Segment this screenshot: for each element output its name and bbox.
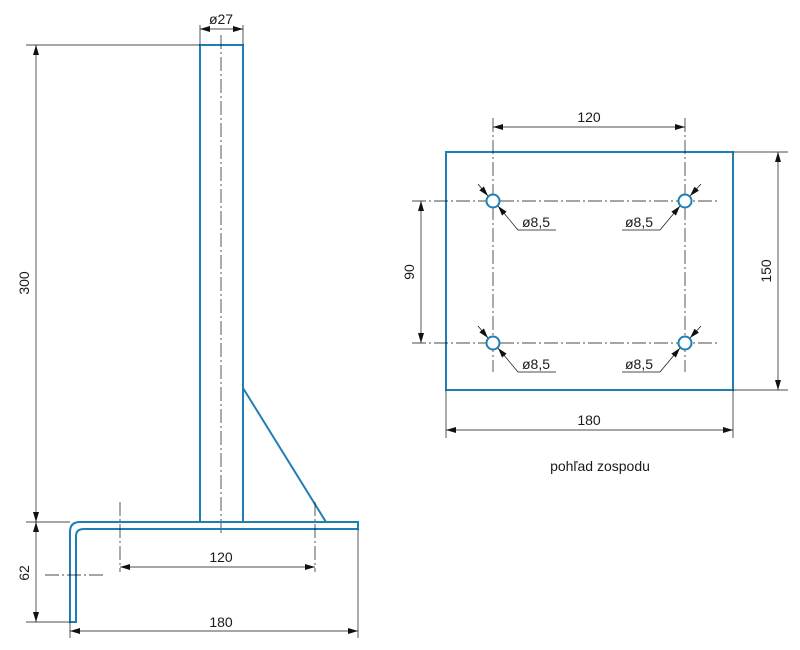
base-length-label: 180 [209, 614, 233, 630]
hole-label-top-left: ø8,5 [522, 214, 550, 230]
base-angle-outline [69, 521, 359, 623]
hole-spacing-x-label: 120 [577, 109, 601, 125]
tube-diameter-label: ø27 [209, 11, 233, 27]
hole-leader-top-right-a [689, 183, 702, 197]
height-label: 300 [16, 271, 32, 295]
hole-spacing-y-label: 90 [401, 264, 417, 280]
hole-leader-top-left-b [497, 205, 519, 231]
base-hole-spacing-label: 120 [209, 549, 233, 565]
hole-bottom-left [485, 335, 501, 351]
plate-outline [445, 151, 734, 391]
side-view: ø27 300 62 120 180 [16, 11, 359, 638]
gusset-outline [242, 387, 328, 523]
hole-bottom-right [677, 335, 693, 351]
tube-outline [199, 44, 244, 523]
hole-top-right [677, 193, 693, 209]
hole-label-top-right: ø8,5 [625, 214, 653, 230]
hole-leader-bottom-left-a [477, 325, 489, 339]
hole-leader-top-right-b [659, 205, 681, 231]
bottom-view-caption: pohľad zospodu [550, 458, 650, 474]
plate-height-label: 150 [758, 259, 774, 283]
flange-height-label: 62 [16, 565, 32, 581]
hole-leader-bottom-left-b [497, 347, 519, 373]
bottom-view: ø8,5 ø8,5 ø8,5 ø8,5 120 90 150 180 [401, 109, 788, 474]
hole-leader-top-left-a [477, 183, 489, 197]
hole-top-left [485, 193, 501, 209]
hole-leader-bottom-right-b [659, 347, 681, 373]
plate-width-label: 180 [577, 412, 601, 428]
hole-label-bottom-right: ø8,5 [625, 356, 653, 372]
hole-leader-bottom-right-a [689, 325, 702, 339]
hole-label-bottom-left: ø8,5 [522, 356, 550, 372]
